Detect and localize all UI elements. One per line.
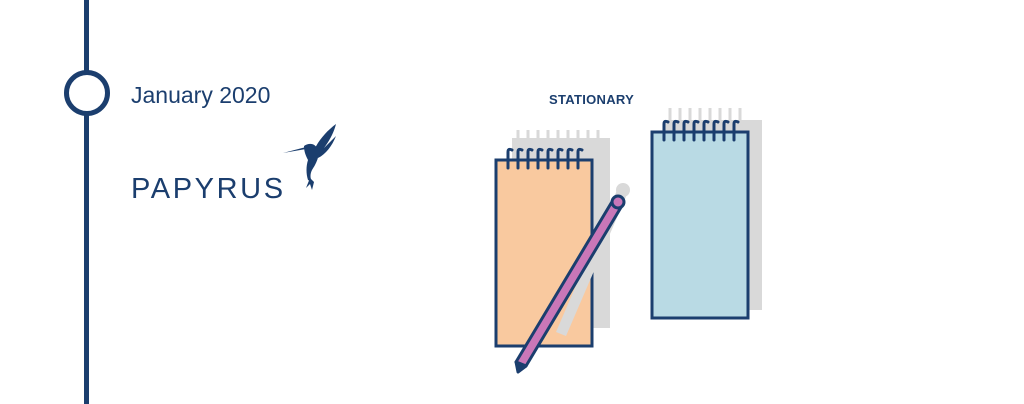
blue-notepad-rings: [662, 119, 740, 142]
brand-name: PAPYRUS: [131, 173, 286, 205]
entry-date: January 2020: [131, 82, 271, 108]
hummingbird-icon: [283, 124, 336, 190]
orange-pad-shadow-rings: [516, 130, 600, 138]
orange-notepad-rings: [506, 147, 584, 170]
timeline-node: [64, 70, 110, 116]
blue-pad-shadow-rings: [668, 108, 742, 120]
notepads-and-pen-illustration: [494, 108, 762, 374]
pen: [514, 194, 626, 374]
category-label: STATIONARY: [549, 92, 635, 107]
blue-notepad: [650, 130, 750, 320]
timeline-line: [84, 0, 89, 404]
